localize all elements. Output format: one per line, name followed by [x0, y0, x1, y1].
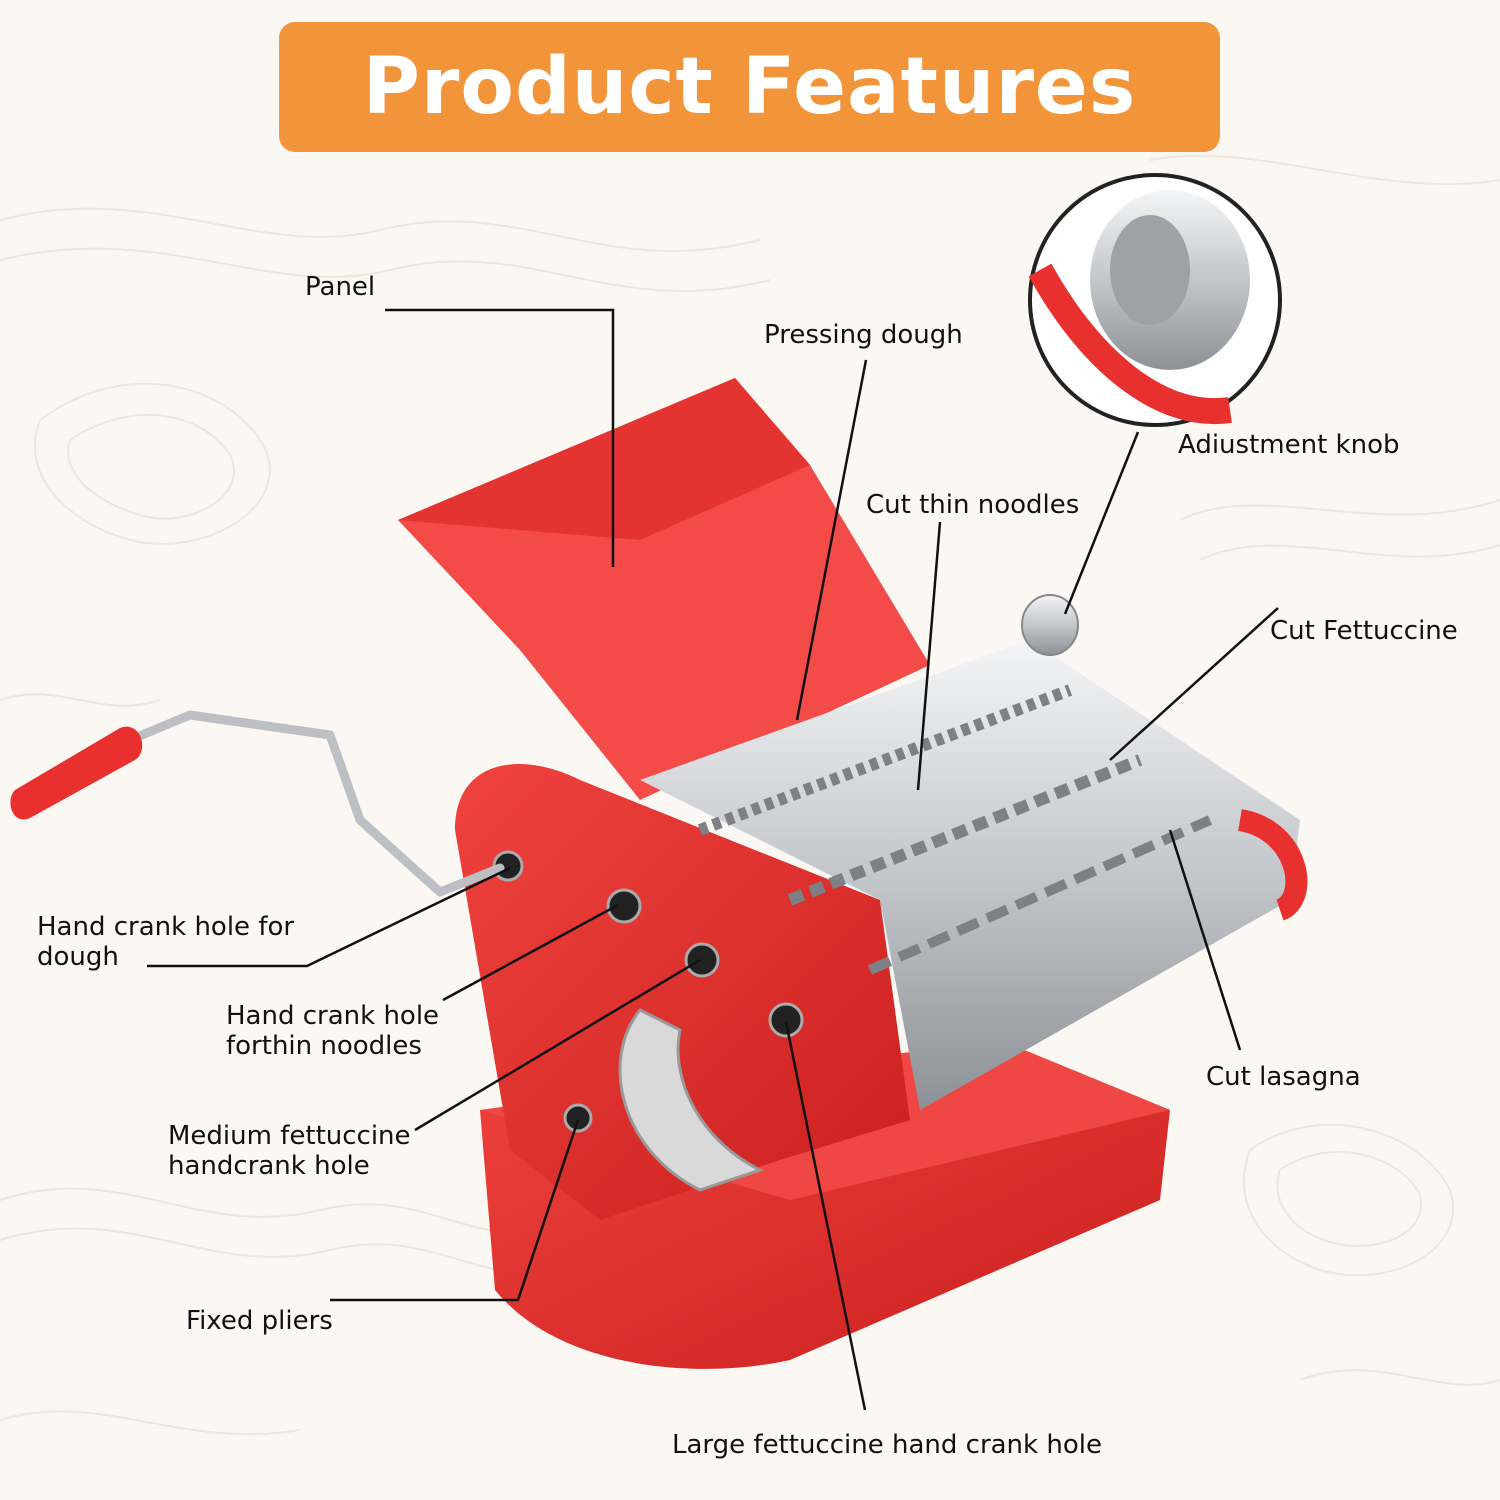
- label-panel: Panel: [305, 272, 376, 302]
- adjustment-knob: [1021, 594, 1079, 656]
- label-hand-crank-thin: Hand crank hole forthin noodles: [226, 1001, 439, 1061]
- label-cut-lasagna: Cut lasagna: [1206, 1062, 1361, 1092]
- label-medium-fettuccine: Medium fettuccine handcrank hole: [168, 1121, 411, 1181]
- label-line: Hand crank hole: [226, 1001, 440, 1031]
- zoom-inset: [1028, 173, 1282, 427]
- label-large-fettuccine-hole: Large fettuccine hand crank hole: [672, 1430, 1102, 1460]
- label-line: handcrank hole: [168, 1151, 370, 1181]
- label-fixed-pliers: Fixed pliers: [186, 1306, 333, 1336]
- leader-lines: [147, 308, 1279, 1411]
- label-line: dough: [37, 942, 119, 972]
- label-line: Medium fettuccine: [168, 1121, 411, 1151]
- dough-panel: [398, 378, 930, 800]
- label-pressing-dough: Pressing dough: [764, 320, 963, 350]
- steel-rollers: [640, 640, 1308, 1110]
- label-adjustment-knob: Adiustment knob: [1178, 430, 1400, 460]
- label-cut-thin-noodles: Cut thin noodles: [866, 490, 1080, 520]
- crank-handle: [10, 710, 505, 897]
- header-banner: Product Features: [279, 22, 1220, 152]
- label-line: Hand crank hole for: [37, 912, 295, 942]
- crank-holes: [492, 850, 804, 1133]
- label-line: forthin noodles: [226, 1031, 422, 1061]
- label-hand-crank-dough: Hand crank hole for dough: [37, 912, 294, 972]
- label-cut-fettuccine: Cut Fettuccine: [1270, 616, 1458, 646]
- page-title: Product Features: [362, 42, 1137, 132]
- side-frame: [455, 764, 910, 1220]
